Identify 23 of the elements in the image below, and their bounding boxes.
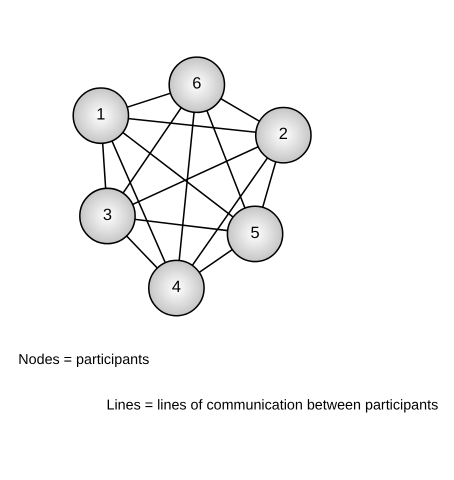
node-circle: 5 — [226, 205, 284, 262]
connector — [220, 98, 260, 122]
node-circle: 6 — [168, 56, 226, 113]
connector — [126, 235, 158, 268]
connector — [192, 157, 268, 265]
connector — [199, 248, 232, 272]
label: Nodes = participants — [18, 352, 150, 368]
connector — [132, 146, 258, 205]
connector — [111, 140, 166, 262]
connector — [128, 117, 256, 132]
node-circle: 1 — [72, 86, 130, 144]
connector — [178, 112, 195, 260]
connector — [127, 92, 170, 108]
connector — [122, 106, 182, 194]
node-circle: 2 — [254, 106, 312, 164]
node-circle: 4 — [148, 259, 205, 316]
connector — [135, 218, 228, 231]
connector — [206, 110, 246, 208]
node-circle: 3 — [79, 187, 136, 244]
connector — [102, 142, 106, 188]
label: Lines = lines of communication between participants — [106, 396, 438, 413]
connector — [262, 161, 276, 207]
connector — [122, 132, 234, 218]
